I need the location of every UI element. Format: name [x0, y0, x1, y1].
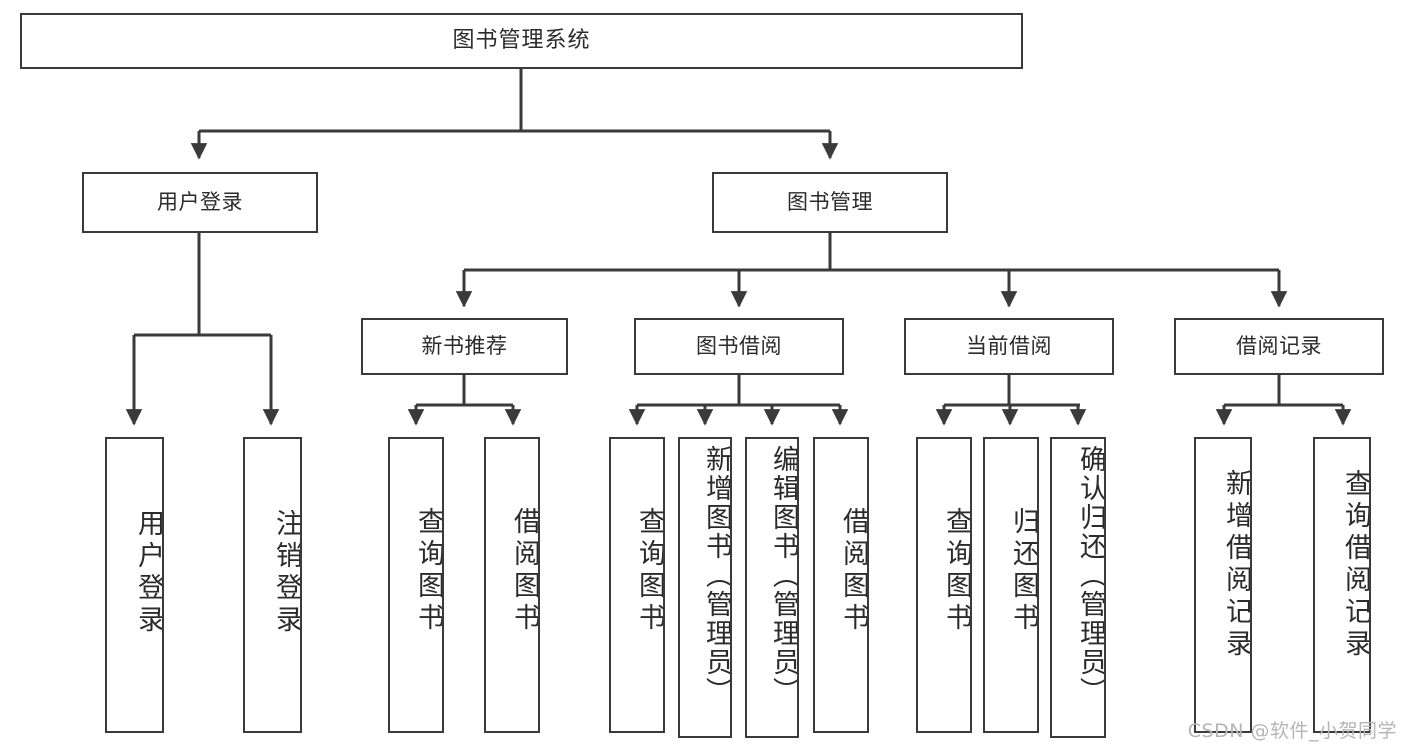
node-leaf-user-login-label: 用户登录 — [133, 509, 164, 637]
node-borrow-record-label: 借阅记录 — [1236, 334, 1322, 358]
node-book-borrow[interactable]: 图书借阅 — [634, 318, 844, 375]
node-leaf-query-book-2-label: 查询图书 — [634, 507, 665, 635]
node-book-borrow-label: 图书借阅 — [696, 334, 782, 358]
node-user-login[interactable]: 用户登录 — [82, 172, 318, 233]
node-root-label: 图书管理系统 — [452, 28, 591, 53]
node-leaf-query-record-label: 查询借阅记录 — [1340, 469, 1371, 661]
node-leaf-user-logout-label: 注销登录 — [271, 509, 302, 637]
node-leaf-borrow-book-1[interactable]: 借阅图书 — [484, 437, 540, 733]
node-book-manage[interactable]: 图书管理 — [712, 172, 948, 233]
node-leaf-query-book-2[interactable]: 查询图书 — [609, 437, 665, 733]
node-leaf-edit-book[interactable]: 编辑图书（管理员） — [745, 437, 799, 738]
node-leaf-edit-book-label: 编辑图书（管理员） — [768, 445, 799, 706]
node-new-book-recommend-label: 新书推荐 — [421, 334, 508, 358]
node-current-borrow-label: 当前借阅 — [966, 334, 1052, 358]
node-leaf-add-record[interactable]: 新增借阅记录 — [1194, 437, 1252, 733]
node-leaf-confirm-return-label: 确认归还（管理员） — [1075, 445, 1106, 706]
node-leaf-add-book[interactable]: 新增图书（管理员） — [678, 437, 732, 738]
node-leaf-query-book-3-label: 查询图书 — [941, 507, 972, 635]
node-leaf-user-login[interactable]: 用户登录 — [105, 437, 164, 733]
node-leaf-return-book[interactable]: 归还图书 — [983, 437, 1039, 733]
node-root[interactable]: 图书管理系统 — [20, 13, 1023, 69]
node-leaf-borrow-book-2[interactable]: 借阅图书 — [813, 437, 869, 733]
node-user-login-label: 用户登录 — [157, 190, 243, 214]
node-leaf-query-book-1[interactable]: 查询图书 — [388, 437, 444, 733]
watermark-label: CSDN @软件_小贺同学 — [1187, 720, 1397, 742]
node-book-manage-label: 图书管理 — [787, 190, 873, 214]
node-current-borrow[interactable]: 当前借阅 — [904, 318, 1114, 375]
node-leaf-add-book-label: 新增图书（管理员） — [701, 445, 732, 706]
node-leaf-confirm-return[interactable]: 确认归还（管理员） — [1050, 437, 1106, 738]
node-leaf-borrow-book-2-label: 借阅图书 — [838, 507, 869, 635]
node-leaf-query-book-3[interactable]: 查询图书 — [916, 437, 972, 733]
node-leaf-query-record[interactable]: 查询借阅记录 — [1313, 437, 1371, 733]
node-leaf-add-record-label: 新增借阅记录 — [1221, 469, 1252, 661]
node-leaf-borrow-book-1-label: 借阅图书 — [509, 507, 540, 635]
node-new-book-recommend[interactable]: 新书推荐 — [361, 318, 568, 375]
node-leaf-query-book-1-label: 查询图书 — [413, 507, 444, 635]
node-leaf-return-book-label: 归还图书 — [1008, 507, 1039, 635]
node-leaf-user-logout[interactable]: 注销登录 — [243, 437, 302, 733]
node-borrow-record[interactable]: 借阅记录 — [1174, 318, 1384, 375]
